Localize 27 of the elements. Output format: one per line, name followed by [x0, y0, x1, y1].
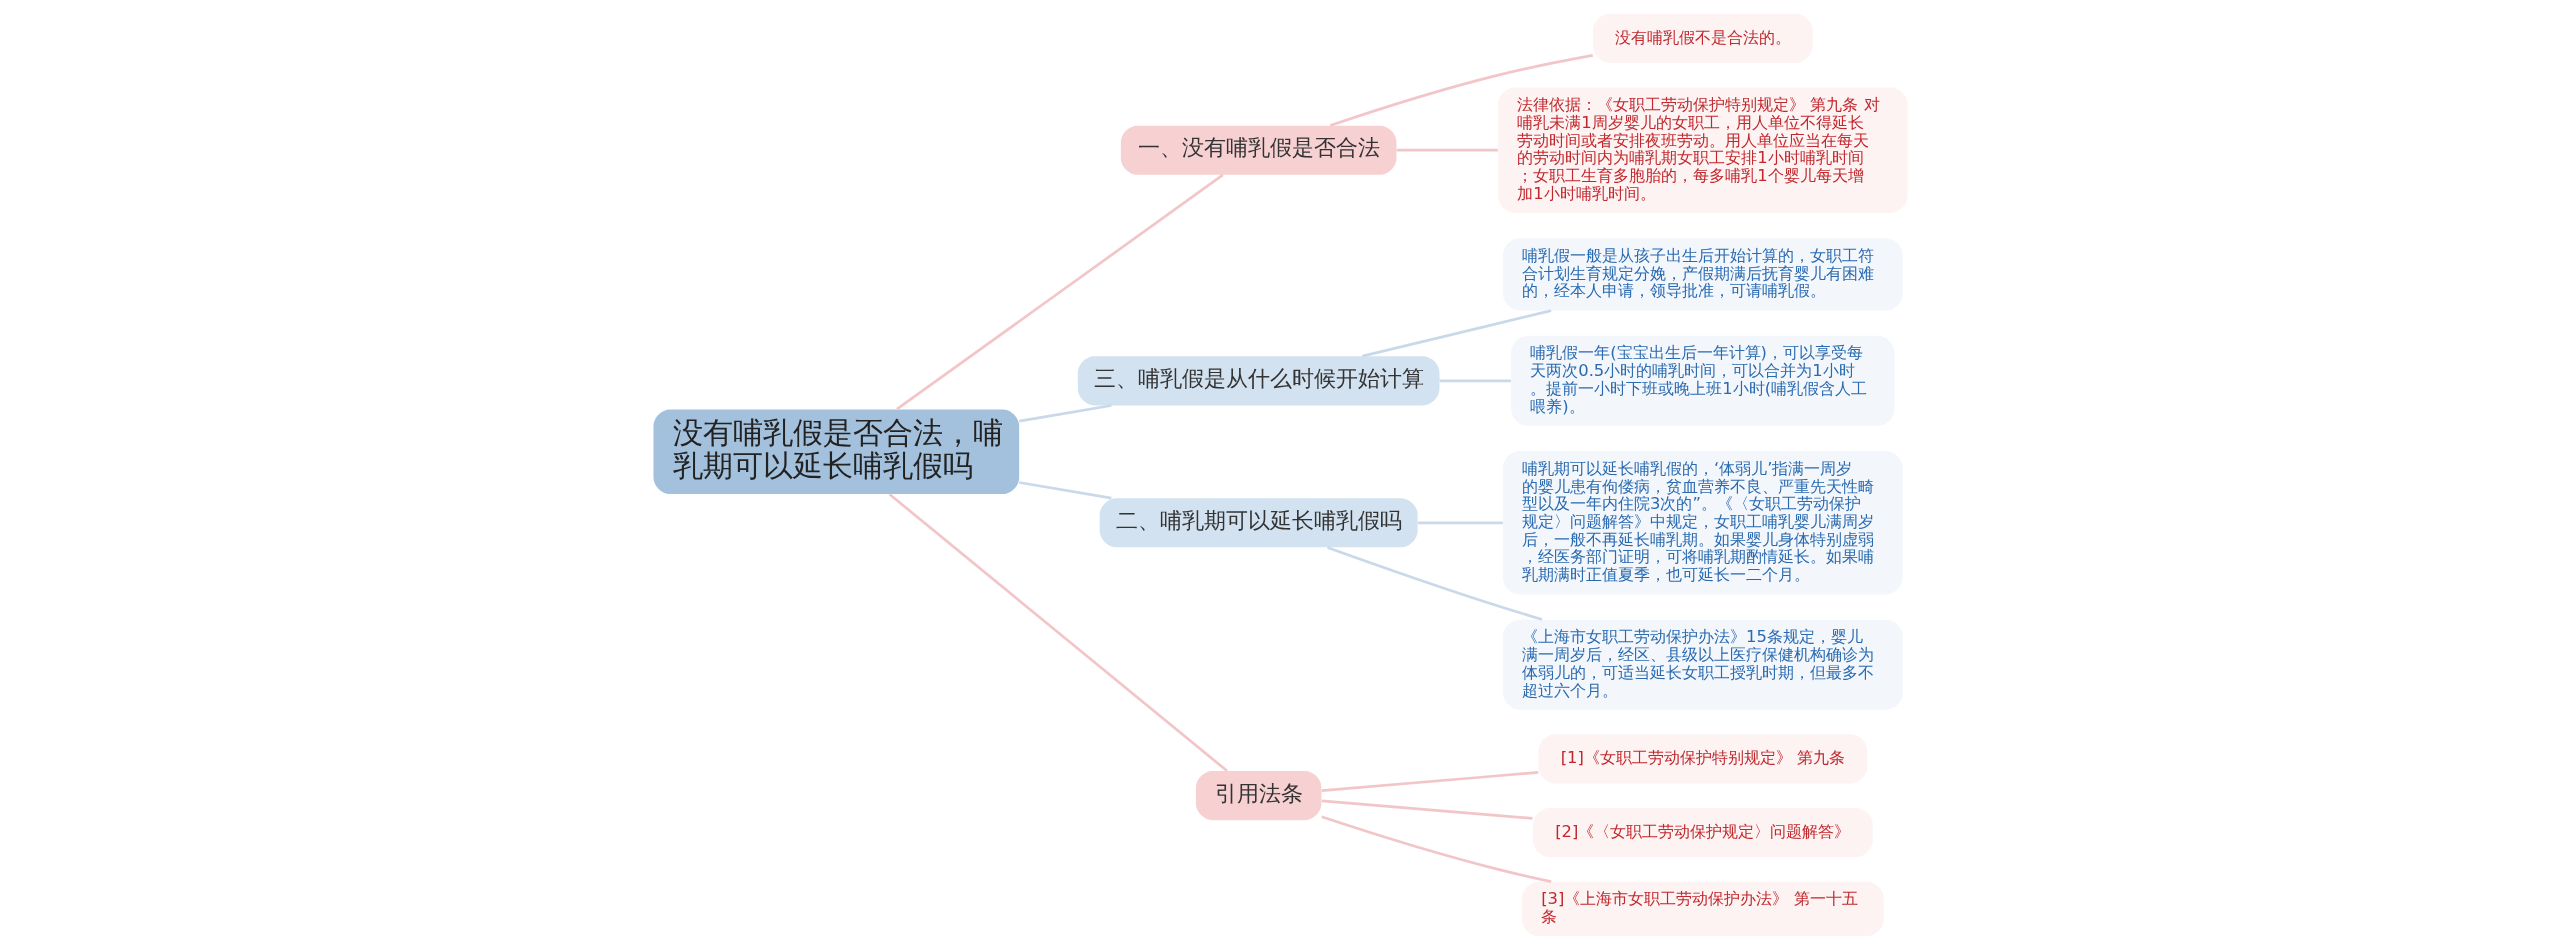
node-box: 一、没有哺乳假是否合法	[1120, 125, 1396, 175]
node-box: 哺乳假一年(宝宝出生后一年计算)，可以享受每天两次0.5小时的哺乳时间，可以合并为1小时。提前一小时下班或晚上班1小时(哺乳假含人工喂养)。	[1510, 335, 1895, 426]
connector	[1320, 815, 1551, 883]
node-box: 没有哺乳假不是合法的。	[1592, 13, 1813, 63]
connector	[1396, 148, 1498, 152]
node-box: 引用法条	[1195, 771, 1321, 821]
node-box: [2]《〈女职工劳动保护规定〉问题解答》	[1532, 807, 1873, 858]
connector	[1361, 309, 1551, 358]
node-box: 哺乳假一般是从孩子出生后开始计算的，女职工符合计划生育规定分娩，产假期满后抚育婴儿有困难的，经本人申请，领导批准，可请哺乳假。	[1502, 238, 1903, 311]
node-box: 法律依据：《女职工劳动保护特别规定》 第九条 对哺乳未满1周岁婴儿的女职工，用人单位不得延长劳动时间或者安排夜班劳动。用人单位应当在每天的劳动时间内为哺乳期女职工安排1小时哺乳时间；女职工生育多胞胎的，每多哺乳1个婴儿每天增加1小时哺乳时间。	[1497, 87, 1908, 213]
connector	[1439, 379, 1511, 383]
connector	[1417, 521, 1503, 525]
node-box: [3]《上海市女职工劳动保护办法》 第一十五条	[1521, 881, 1884, 937]
node-box: 没有哺乳假是否合法，哺乳期可以延长哺乳假吗	[652, 409, 1019, 495]
node-box: 二、哺乳期可以延长哺乳假吗	[1099, 498, 1418, 548]
node-box: [1]《女职工劳动保护特别规定》 第九条	[1537, 734, 1867, 784]
node-box: 《上海市女职工劳动保护办法》15条规定，婴儿满一周岁后，经区、县级以上医疗保健机构确诊为体弱儿的，可适当延长女职工授乳时期，但最多不超过六个月。	[1502, 619, 1903, 710]
connector	[1321, 799, 1533, 820]
connector	[1329, 54, 1593, 127]
connector	[1321, 771, 1538, 792]
connector	[1326, 546, 1542, 621]
node-box: 哺乳期可以延长哺乳假的，‘体弱儿’指满一周岁的婴儿患有佝偻病，贫血营养不良、严重先天性畸型以及一年内住院3次的”。《〈女职工劳动保护规定〉问题解答》中规定，女职工哺乳婴儿满周岁后，一般不再延长哺乳期。如果婴儿身体特别虚弱，经医务部门证明，可将哺乳期酌情延长。如果哺乳期满时正值夏季，也可延长一二个月。	[1502, 451, 1903, 595]
node-box: 三、哺乳假是从什么时候开始计算	[1077, 356, 1439, 406]
connector	[1018, 404, 1112, 423]
connector	[895, 173, 1224, 411]
connector	[1018, 481, 1112, 500]
connector	[888, 493, 1228, 772]
